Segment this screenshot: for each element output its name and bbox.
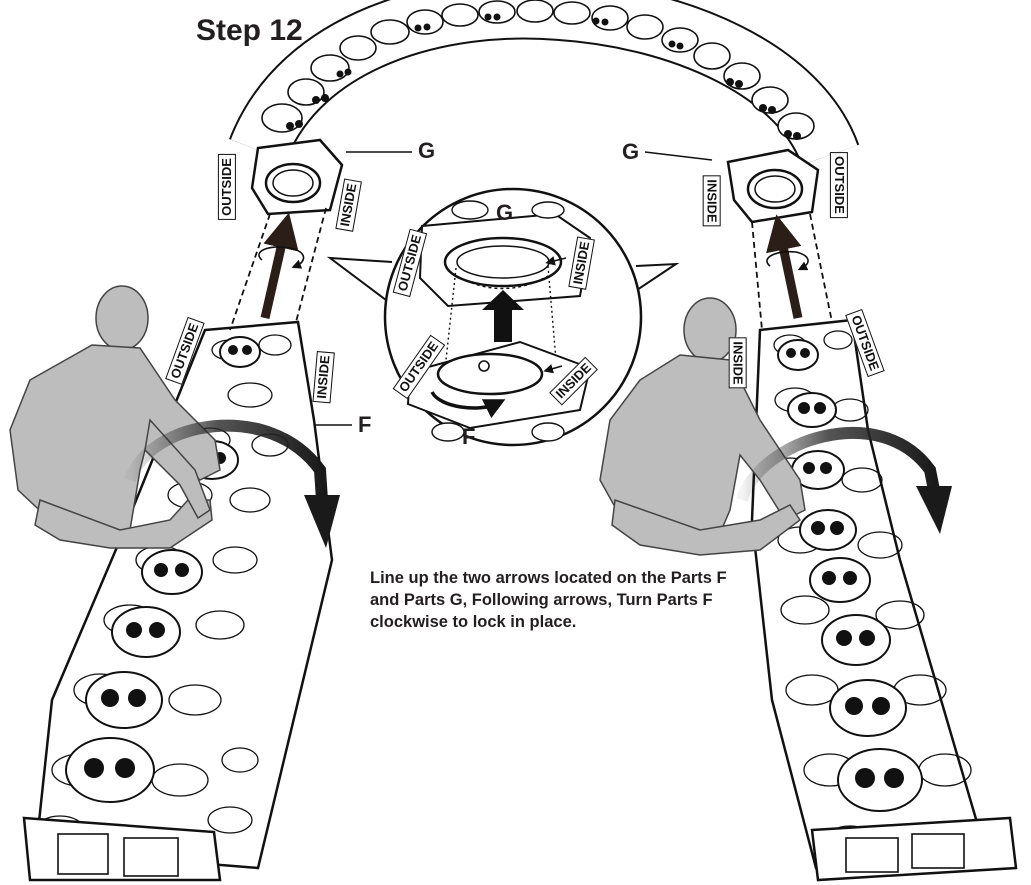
tag-inside-f-right: INSIDE [729,337,747,388]
instruction-text: Line up the two arrows located on the Pa… [370,567,750,633]
tag-outside-g-right: OUTSIDE [830,152,848,218]
detail-label-f: F [462,424,475,450]
part-label-g-right: G [622,139,639,165]
tag-inside-g-right: INSIDE [703,175,721,226]
clockwise-arrow-right-head [916,486,952,534]
part-label-f-left: F [358,412,371,438]
detail-label-g: G [496,200,513,226]
leader-g-right [645,152,712,160]
tag-outside-g-left: OUTSIDE [218,154,236,220]
up-arrow-right [780,232,798,318]
step-title: Step 12 [196,14,303,48]
up-arrow-left [265,230,285,318]
right-column-part-f [752,320,1016,880]
part-label-g-left: G [418,138,435,164]
